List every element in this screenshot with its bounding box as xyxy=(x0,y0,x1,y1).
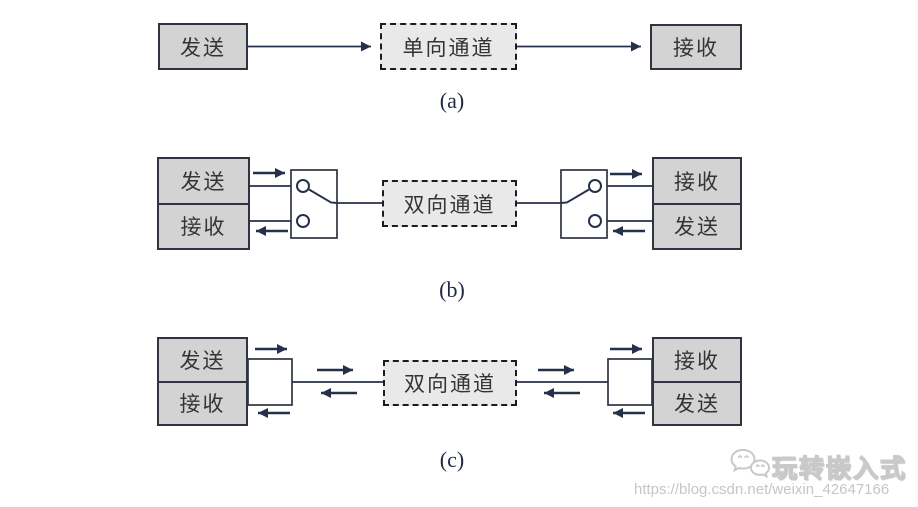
full-duplex-direction-arrows xyxy=(255,344,645,418)
send-cell: 发送 xyxy=(654,380,740,425)
receive-cell: 接收 xyxy=(159,380,246,425)
combiner-left-icon xyxy=(247,358,293,406)
right-station-b: 接收 发送 xyxy=(652,157,742,250)
watermark-brand: 玩转嵌入式 xyxy=(771,454,908,483)
half-duplex-wires xyxy=(250,185,652,222)
right-station-c: 接收 发送 xyxy=(652,337,742,426)
oneway-channel-box: 单向通道 xyxy=(380,23,517,70)
watermark-url: https://blog.csdn.net/weixin_42647166 xyxy=(634,481,890,498)
send-cell: 发送 xyxy=(654,202,740,249)
send-cell: 发送 xyxy=(179,348,226,373)
receive-cell: 接收 xyxy=(159,202,248,249)
twoway-channel-box-b: 双向通道 xyxy=(382,180,517,227)
receive-cell: 接收 xyxy=(674,169,720,194)
sender-box-a: 发送 xyxy=(158,23,248,70)
half-duplex-direction-arrows xyxy=(253,168,645,236)
left-station-b: 发送 接收 xyxy=(157,157,250,250)
twoway-channel-box-c: 双向通道 xyxy=(383,360,517,406)
receiver-box-a: 接收 xyxy=(650,24,742,70)
switch-right-icon xyxy=(560,169,608,239)
receive-cell: 接收 xyxy=(674,348,720,373)
caption-a: (a) xyxy=(439,88,465,113)
wechat-bubbles-icon xyxy=(730,448,771,479)
caption-b: (b) xyxy=(439,277,465,302)
switch-left-icon xyxy=(290,169,338,239)
caption-c: (c) xyxy=(439,447,465,472)
left-station-c: 发送 接收 xyxy=(157,337,248,426)
combiner-right-icon xyxy=(607,358,653,406)
send-cell: 发送 xyxy=(180,169,227,194)
